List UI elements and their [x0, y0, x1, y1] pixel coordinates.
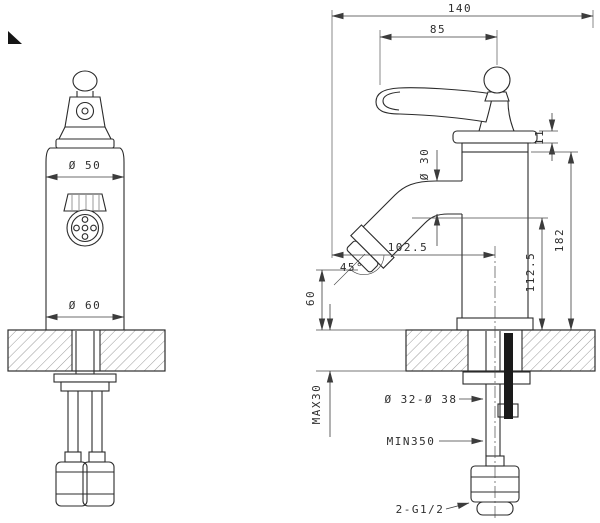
lever-grip: [375, 87, 494, 123]
dim-spout-tube-diameter: Ø 30: [418, 148, 441, 246]
horseshoe-washer-side: [462, 371, 531, 385]
lever-axis-circle: [75, 101, 95, 121]
aerator-front: [63, 193, 107, 247]
dim-label-body-diameter: Ø 50: [69, 159, 102, 172]
dim-label-hose-length: MIN350: [387, 435, 436, 448]
dim-label-cap-height: 11: [533, 129, 546, 145]
hose-connector-nut-right: [82, 461, 115, 507]
handle-base-flange: [58, 126, 112, 140]
dim-outlet-clearance: 60: [304, 269, 358, 331]
mounting-nut-front: [60, 381, 110, 392]
dim-body-diameter-front: Ø 50: [45, 159, 125, 181]
undermount-front: [53, 331, 117, 452]
lever-ball-end: [483, 66, 511, 94]
dim-deck-thickness: MAX30: [310, 304, 334, 437]
dim-body-height: 182: [531, 151, 578, 331]
dim-overall-depth: 140: [331, 2, 594, 258]
hose-connector-nut-left: [55, 461, 88, 507]
deck-side-hatch-right: [522, 330, 595, 371]
dim-spout-angle: 45°: [333, 253, 385, 286]
dim-hose-length: MIN350: [387, 435, 484, 448]
dim-label-outlet-clearance: 60: [304, 290, 317, 306]
dim-label-thread-connection: 2-G1/2: [396, 503, 445, 516]
dim-label-overall-depth: 140: [448, 2, 472, 15]
dim-label-body-height: 182: [553, 228, 566, 252]
dim-label-spout-reach: 102.5: [388, 241, 429, 254]
dim-spout-reach: 102.5: [331, 241, 496, 259]
bonnet-flange-side: [452, 130, 538, 144]
side-view: 140 85: [304, 2, 596, 521]
dim-label-mounting-hole: Ø 32-Ø 38: [384, 393, 457, 406]
dim-label-spout-angle: 45°: [340, 261, 364, 274]
undermount-side: [462, 331, 531, 456]
dim-handle-reach: 85: [379, 23, 498, 85]
hose-connectors-front: [55, 451, 115, 507]
corner-mark: [8, 31, 22, 44]
aerator-face: [66, 209, 104, 247]
aerator-nut-front: [63, 193, 107, 212]
deck-hatch-left: [8, 330, 72, 371]
front-view: Ø 50 Ø 60: [7, 70, 166, 507]
fixing-stud: [504, 333, 513, 419]
deck-hatch-right: [100, 330, 165, 371]
handle-knob: [72, 70, 98, 92]
faucet-body-side: [456, 142, 534, 331]
mounting-deck-side: [316, 329, 596, 372]
handle-front: [55, 70, 115, 149]
dim-thread-connection: 2-G1/2: [396, 502, 470, 516]
handle-side: [375, 66, 538, 144]
dim-label-deck-thickness: MAX30: [310, 384, 323, 425]
handle-bonnet: [64, 96, 106, 128]
dim-base-diameter-front: Ø 60: [45, 299, 125, 321]
dim-label-handle-reach: 85: [430, 23, 446, 36]
deck-side-hatch-left: [406, 330, 468, 371]
mounting-deck-front: [7, 329, 166, 372]
dim-label-spout-outlet-height: 112.5: [524, 252, 537, 293]
dim-label-spout-tube-diameter: Ø 30: [418, 148, 431, 181]
dim-label-base-diameter: Ø 60: [69, 299, 102, 312]
horseshoe-washer-front: [53, 373, 117, 383]
dim-mounting-hole: Ø 32-Ø 38: [384, 393, 484, 406]
dim-spout-outlet-height: 112.5: [412, 217, 548, 331]
dim-cap-height: 11: [531, 113, 558, 161]
